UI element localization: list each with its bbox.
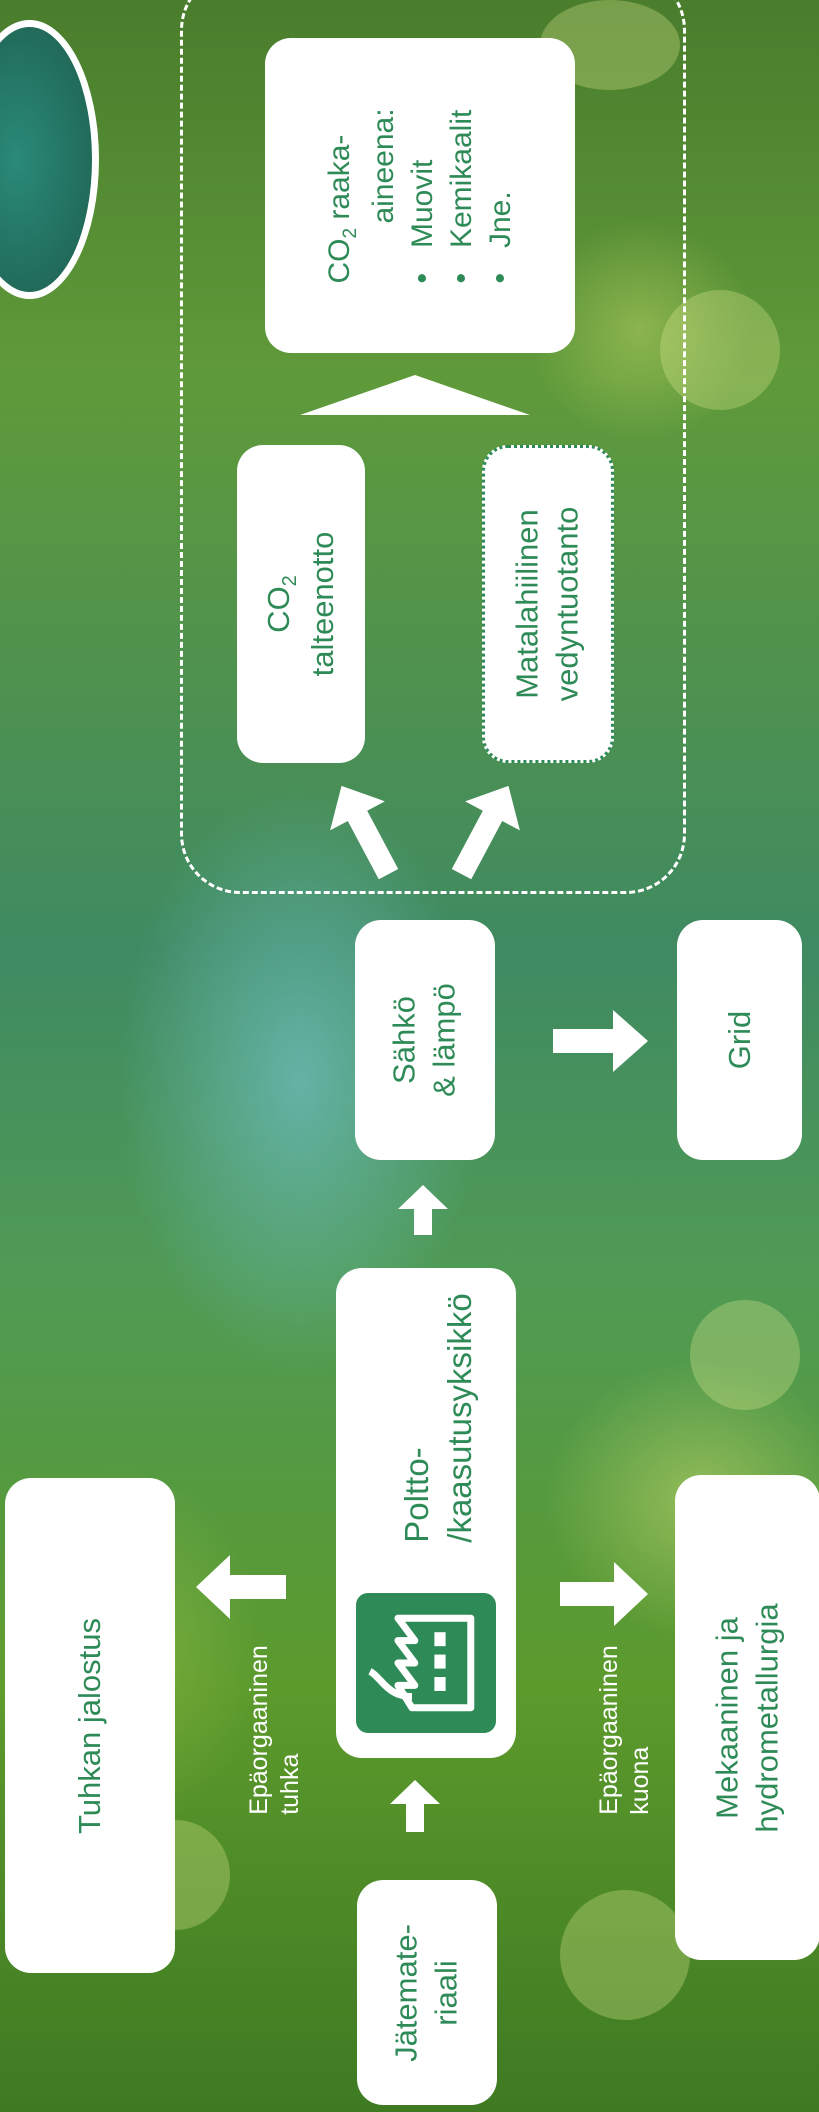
node-co2-talteenotto-label: CO2 talteenotto — [259, 532, 343, 677]
node-tuhkan-jalostus: Tuhkan jalostus — [5, 1478, 175, 1973]
arrow-right-kuona — [560, 1562, 648, 1626]
co2-sub: 2 — [278, 575, 301, 587]
node-poltto-kaasutusyksikko: Poltto- /kaasutusyksikkö — [336, 1268, 516, 1758]
dashed-frame — [180, 0, 686, 894]
node-grid: Grid — [677, 920, 802, 1160]
bokeh-light — [560, 1890, 690, 2020]
node-vedyntuotanto-label: Matalahiilinen vedyntuotanto — [509, 506, 585, 702]
raaka-sub: 2 — [340, 227, 362, 239]
arrow-up-jate-poltto — [390, 1780, 440, 1832]
node-mekaaninen-label: Mekaaninen ja hydrometallurgia — [709, 1602, 785, 1833]
raaka-head2: aineena: — [366, 107, 400, 224]
edge-label-tuhka: Epäorgaaninen tuhka — [244, 1645, 304, 1815]
node-poltto-line1: Poltto- — [398, 1447, 436, 1543]
factory-icon — [368, 1614, 475, 1712]
arrow-right-grid — [553, 1010, 648, 1072]
node-co2-raaka-aineena: CO2 raaka- aineena: • Muovit • Kemikaali… — [265, 38, 575, 353]
edge-label-kuona: Epäorgaaninen kuona — [594, 1645, 654, 1815]
node-co2-raaka-label: CO2 raaka- aineena: • Muovit • Kemikaali… — [320, 108, 520, 283]
raaka-item-list: • Kemikaalit — [444, 109, 478, 284]
node-sahko-lampo-label: Sähkö & lämpö — [386, 983, 462, 1097]
factory-icon-box — [356, 1593, 496, 1733]
raaka-co: CO — [323, 238, 357, 284]
node-jatemateriaali: Jätemate- riaali — [357, 1880, 497, 2105]
raaka-item-list: • Muovit — [405, 159, 439, 284]
raaka-item-muovit: Muovit — [405, 159, 439, 248]
bokeh-light — [690, 1300, 800, 1410]
co2-co: CO — [260, 586, 296, 633]
node-sahko-lampo: Sähkö & lämpö — [355, 920, 495, 1160]
arrow-triangle-raaka — [300, 375, 530, 415]
bokeh-light — [660, 290, 780, 410]
raaka-item-list: • Jne. — [483, 190, 517, 284]
node-mekaaninen-hydrometallurgia: Mekaaninen ja hydrometallurgia — [675, 1475, 819, 1960]
node-matalahiilinen-vedyntuotanto: Matalahiilinen vedyntuotanto — [482, 445, 614, 763]
co2-talteenotto-text: talteenotto — [304, 531, 340, 677]
arrow-left-tuhka — [196, 1555, 286, 1619]
node-poltto-label: Poltto- /kaasutusyksikkö — [364, 1268, 514, 1568]
node-poltto-line2: /kaasutusyksikkö — [441, 1293, 478, 1543]
raaka-item-kemikaalit: Kemikaalit — [444, 109, 478, 248]
arrow-diag-co2 — [330, 780, 400, 880]
node-grid-label: Grid — [721, 1010, 757, 1070]
arrow-up-poltto-sahko — [398, 1185, 448, 1235]
arrow-diag-vety — [450, 780, 520, 880]
raaka-item-jne: Jne. — [483, 190, 517, 248]
raaka-head1: raaka- — [323, 134, 357, 228]
node-tuhkan-jalostus-label: Tuhkan jalostus — [71, 1617, 107, 1834]
node-jatemateriaali-label: Jätemate- riaali — [388, 1923, 464, 2062]
node-co2-talteenotto: CO2 talteenotto — [237, 445, 365, 763]
